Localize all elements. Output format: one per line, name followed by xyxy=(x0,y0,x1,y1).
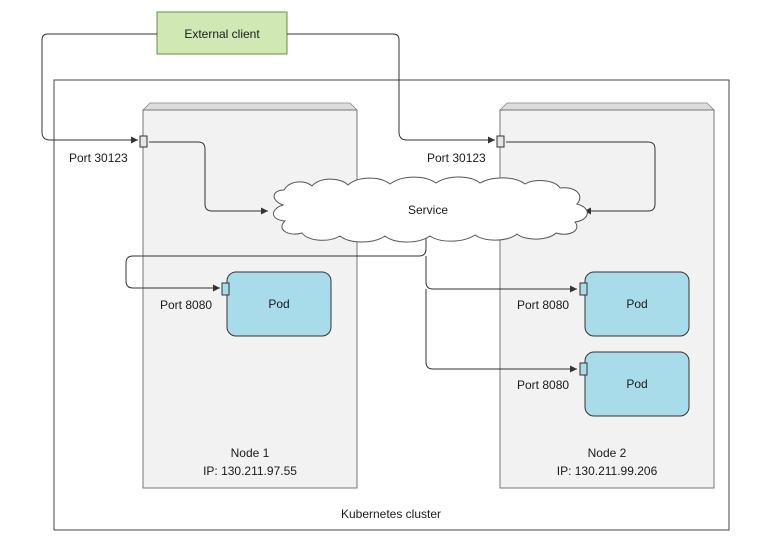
service-cloud-shape xyxy=(273,176,588,243)
node-2-port-connector xyxy=(496,135,505,148)
pod-box xyxy=(584,351,690,417)
node-1-name: Node 1 xyxy=(231,446,270,460)
pod-port-label: Port 8080 xyxy=(517,378,569,392)
pod-label: Pod xyxy=(626,377,647,391)
external-client-label: External client xyxy=(184,27,260,41)
pod-box xyxy=(584,271,690,337)
pod-port-connector xyxy=(579,362,588,376)
service-label: Service xyxy=(408,203,448,217)
node2-port-to-service-line xyxy=(506,141,656,215)
node-2-pod-1: Pod Port 8080 xyxy=(517,271,690,337)
client-to-node1-port-line xyxy=(41,33,157,144)
pod-port-label: Port 8080 xyxy=(160,298,212,312)
node1-port-to-service-line xyxy=(149,141,268,215)
node-1-ip: IP: 130.211.97.55 xyxy=(203,464,297,478)
service-to-node1-pod-line xyxy=(125,230,427,292)
node-2-shadow xyxy=(499,102,715,111)
node-1-pod: Pod Port 8080 xyxy=(160,271,332,337)
client-to-node2-port-line xyxy=(287,33,495,144)
pod-port-connector xyxy=(579,282,588,296)
service-to-node2-pod2-line xyxy=(425,289,577,373)
pod-label: Pod xyxy=(626,297,647,311)
node-2-port-label: Port 30123 xyxy=(427,151,486,165)
service-to-node2-pod1-line xyxy=(425,256,577,293)
pod-box xyxy=(226,271,332,337)
node-1-port-connector xyxy=(139,135,148,148)
node-1-shadow xyxy=(142,102,358,111)
pod-label: Pod xyxy=(268,297,289,311)
external-client-box xyxy=(156,11,288,55)
node-2-name: Node 2 xyxy=(588,446,627,460)
pod-port-connector xyxy=(221,282,230,296)
service-cloud: Service xyxy=(273,176,588,243)
node-2-ip: IP: 130.211.99.206 xyxy=(557,464,658,478)
node-2-pod-2: Pod Port 8080 xyxy=(517,351,690,417)
pod-port-label: Port 8080 xyxy=(517,298,569,312)
node-1-port-label: Port 30123 xyxy=(69,151,128,165)
cluster-label: Kubernetes cluster xyxy=(341,507,441,521)
